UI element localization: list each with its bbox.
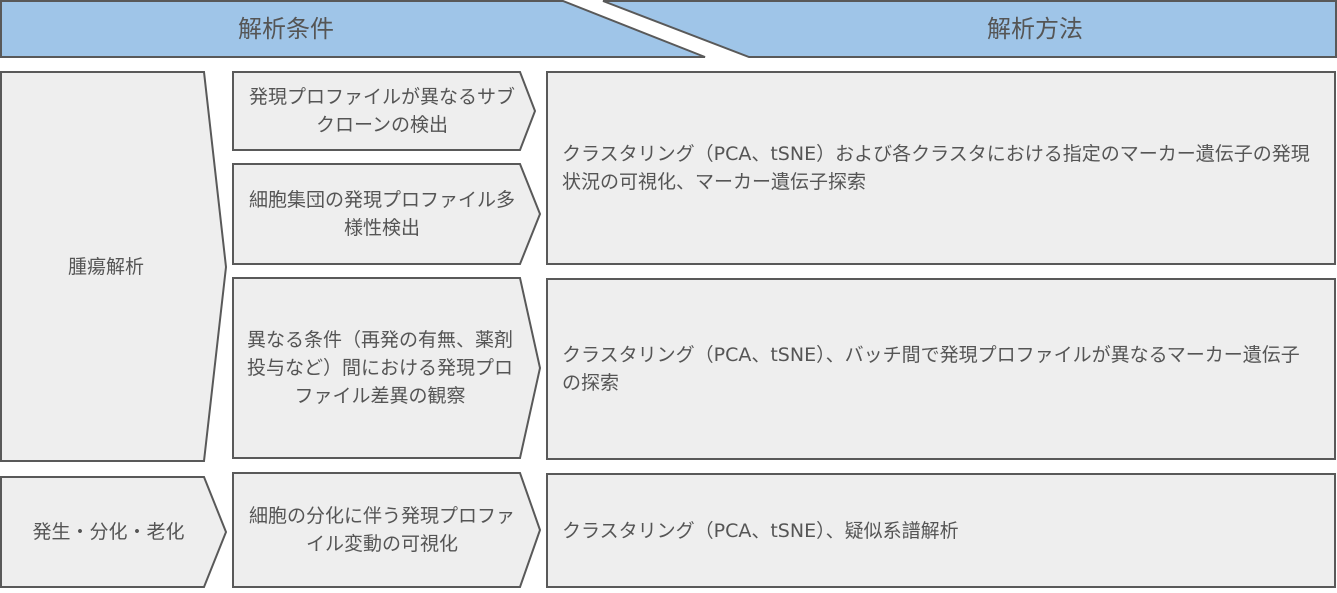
header-methods-shape <box>602 0 1337 58</box>
header-methods: 解析方法 <box>987 15 1083 43</box>
method-3-shape <box>546 473 1336 588</box>
method-1: クラスタリング（PCA、tSNE）および各クラスタにおける指定のマーカー遺伝子の… <box>562 143 1310 193</box>
method-3: クラスタリング（PCA、tSNE）、疑似系譜解析 <box>562 519 959 542</box>
header-conditions-shape <box>0 0 706 58</box>
category-tumor: 腫瘍解析 <box>67 255 144 278</box>
category-tumor-shape <box>0 71 228 462</box>
condition-1: 発現プロファイルが異なるサブクローンの検出 <box>248 86 515 136</box>
condition-3: 異なる条件（再発の有無、薬剤投与など）間における発現プロファイル差異の観察 <box>246 329 513 407</box>
category-development: 発生・分化・老化 <box>32 521 185 543</box>
condition-4-shape <box>232 472 542 588</box>
method-2: クラスタリング（PCA、tSNE）、バッチ間で発現プロファイルが異なるマーカー遺… <box>562 344 1300 394</box>
condition-4: 細胞の分化に伴う発現プロファイル変動の可視化 <box>248 505 515 555</box>
condition-3-shape <box>232 277 542 459</box>
condition-2: 細胞集団の発現プロファイル多様性検出 <box>248 189 515 239</box>
method-1-shape <box>546 71 1336 265</box>
method-2-shape <box>546 278 1336 460</box>
header-conditions: 解析条件 <box>238 15 334 43</box>
condition-2-shape <box>232 163 542 265</box>
condition-1-shape <box>232 71 537 151</box>
category-development-shape <box>0 476 228 588</box>
